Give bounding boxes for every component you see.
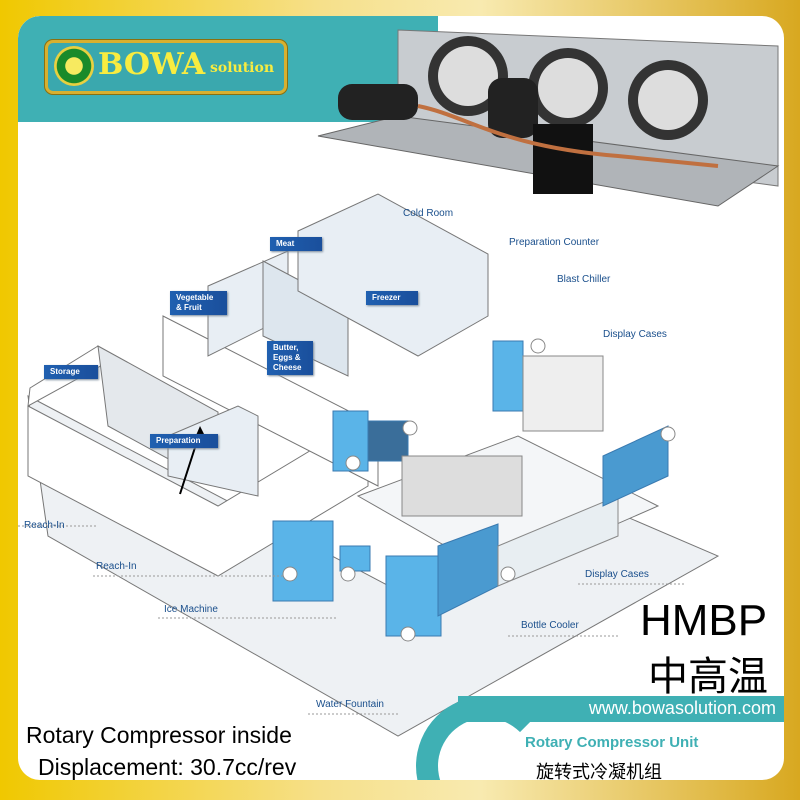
kitchen-layout-diagram — [18, 29, 780, 737]
product-image: BOWA solution — [18, 16, 784, 780]
displacement-info: Displacement: 30.7cc/rev — [38, 754, 297, 780]
logo-text: BOWA — [98, 47, 206, 82]
tag-text: Butter, — [273, 343, 299, 352]
label-reach-in: Reach-In — [24, 520, 65, 531]
tag-text: & Fruit — [176, 303, 202, 312]
website-url: www.bowasolution.com — [588, 698, 776, 718]
callout-dots — [282, 338, 676, 642]
label-cold-room: Cold Room — [403, 208, 454, 219]
label-display-cases: Display Cases — [585, 569, 649, 580]
condensing-unit-illustration — [317, 29, 780, 207]
tag-meat: Meat — [270, 237, 322, 251]
tag-text: Cheese — [273, 363, 302, 372]
equipment — [272, 340, 669, 637]
tag-butter-eggs-cheese: Butter,Eggs &Cheese — [267, 341, 313, 375]
label-ice-machine: Ice Machine — [164, 604, 218, 615]
unit-type-cn: 旋转式冷凝机组 — [536, 762, 662, 780]
compressor-info: Rotary Compressor inside — [26, 722, 292, 748]
model-name: HMBP — [640, 596, 768, 645]
website-bar: www.bowasolution.com — [458, 696, 784, 722]
label-reach-in: Reach-In — [96, 561, 137, 572]
bowa-logo: BOWA solution — [45, 40, 287, 94]
temperature-range-cn: 中高温 — [648, 654, 768, 700]
tag-preparation: Preparation — [150, 434, 218, 448]
label-prep-counter: Preparation Counter — [509, 237, 600, 248]
logo-emblem-icon — [54, 46, 94, 86]
tag-text: Eggs & — [273, 353, 301, 362]
unit-type-en: Rotary Compressor Unit — [525, 734, 699, 751]
label-blast-chiller: Blast Chiller — [557, 274, 611, 285]
leader-lines — [18, 525, 686, 715]
label-display-cases: Display Cases — [603, 329, 667, 340]
tag-vegetable-fruit: Vegetable& Fruit — [170, 291, 227, 315]
tag-storage: Storage — [44, 365, 98, 379]
logo-subtext: solution — [210, 60, 275, 76]
label-bottle-cooler: Bottle Cooler — [521, 620, 579, 631]
tag-text: Vegetable — [176, 293, 214, 302]
label-water-fountain: Water Fountain — [316, 699, 384, 710]
tag-freezer: Freezer — [366, 291, 418, 305]
